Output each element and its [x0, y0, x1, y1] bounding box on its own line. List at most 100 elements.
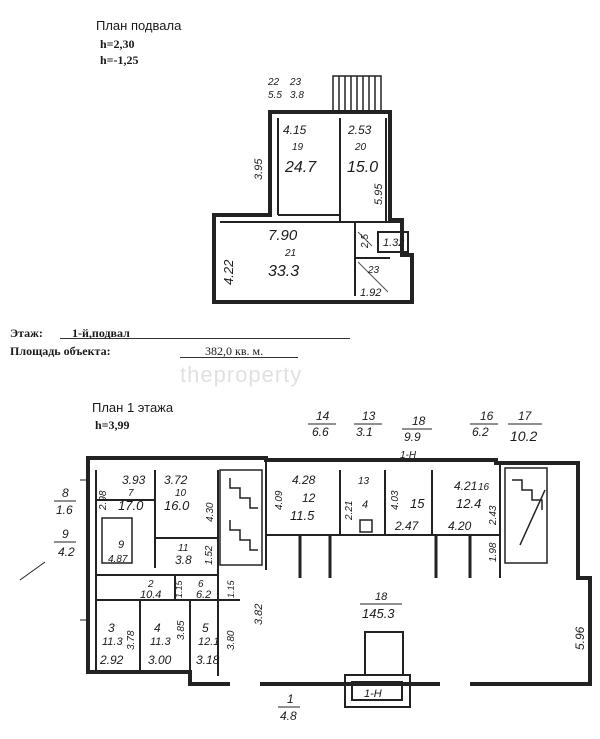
basement-height: h=2,30 — [100, 37, 135, 51]
first-floor-height: h=3,99 — [95, 418, 130, 432]
room-18-mid: 1.98 — [488, 542, 499, 562]
area-underline — [180, 357, 298, 358]
room-13-id: 13 — [358, 476, 370, 487]
room-18-right: 5.96 — [573, 626, 587, 650]
basement-walls — [212, 110, 414, 304]
stair-top-label: 1-Н — [400, 450, 417, 461]
room-5-area: 12.1 — [198, 636, 219, 648]
room-15-bottom: 2.47 — [394, 519, 420, 533]
room-19-dim: 4.15 — [283, 123, 307, 137]
room-4-area: 11.3 — [150, 636, 171, 648]
first-floor-inner-walls — [95, 462, 501, 676]
room-3-id: 3 — [108, 621, 115, 635]
floor-underline — [60, 338, 350, 339]
room-20-dim: 2.53 — [347, 123, 372, 137]
room-9-id: 9 — [118, 539, 124, 551]
room-16-bottom: 4.20 — [448, 519, 472, 533]
first-floor-stairs-left — [219, 469, 263, 566]
room-12-area: 11.5 — [290, 508, 315, 523]
room-12-side: 4.09 — [274, 490, 285, 510]
tag-16-top: 16 — [480, 409, 494, 423]
tag-9-bot: 4.2 — [58, 545, 75, 559]
basement-dim-left: 3.95 — [253, 158, 265, 180]
basement-stairs — [332, 75, 382, 113]
floor-label: Этаж: — [10, 326, 43, 340]
first-floor-wc — [101, 517, 373, 564]
tag-23-bot: 3.8 — [290, 90, 304, 101]
room-15-dim: 4.03 — [390, 490, 401, 510]
tag-8-top: 8 — [62, 486, 69, 500]
room-10-id: 10 — [175, 488, 187, 499]
tag-18-top: 18 — [412, 414, 426, 428]
basement-dim-lower-left: 4.22 — [221, 259, 236, 285]
tag-1-top: 1 — [287, 692, 294, 706]
room-3-bottom: 2.92 — [99, 653, 124, 667]
first-floor-entry — [344, 631, 411, 708]
room-13-side: 2.21 — [344, 501, 355, 521]
room-16-side: 2.43 — [488, 505, 499, 526]
room-7-side: 2.98 — [98, 490, 109, 511]
first-floor-stairs-right — [504, 467, 548, 564]
stair-mid-label: 1-Н — [364, 688, 382, 700]
room-21-dim: 7.90 — [268, 227, 298, 244]
basement-dim-small-c: 2.5 — [360, 234, 371, 249]
tag-1-bot: 4.8 — [280, 709, 297, 723]
basement-dim-small-d: 23 — [367, 265, 380, 276]
basement-depth: h=-1,25 — [100, 53, 139, 67]
room-21-id: 21 — [284, 248, 296, 259]
basement-dim-small-b: 1.92 — [360, 287, 381, 299]
room-18-id: 18 — [375, 591, 388, 603]
room-5-bottom: 3.18 — [196, 653, 220, 667]
room-2-side: 1.15 — [174, 579, 184, 598]
room-15-id: 15 — [410, 496, 425, 511]
tag-17-bot: 10.2 — [510, 428, 537, 444]
tag-13-top: 13 — [362, 409, 376, 423]
room-11-side: 1.52 — [204, 545, 215, 565]
watermark: theproperty — [180, 362, 303, 387]
tag-22-bot: 5.5 — [268, 90, 282, 101]
tag-14-top: 14 — [316, 409, 330, 423]
room-4-side: 3.85 — [176, 620, 187, 640]
tag-8-bot: 1.6 — [56, 503, 73, 517]
room-6-id: 6 — [198, 579, 204, 590]
room-10-dim: 3.72 — [164, 473, 188, 487]
room-16-id: 16 — [478, 482, 490, 493]
tag-23-top: 23 — [289, 77, 302, 88]
room-5-id: 5 — [202, 621, 209, 635]
room-6-area: 6.2 — [196, 589, 211, 601]
room-16-dim: 4.21 — [454, 479, 477, 493]
room-5-side: 3.80 — [226, 630, 237, 650]
tag-18-bot: 9.9 — [404, 430, 421, 444]
room-9-dim: 4.87 — [108, 554, 128, 565]
room-11-area: 3.8 — [175, 553, 192, 567]
room-12-id: 12 — [302, 491, 316, 505]
room-7-dim: 3.93 — [122, 473, 146, 487]
room-19-area: 24.7 — [284, 159, 317, 176]
room-6-side: 1.15 — [226, 579, 236, 598]
tag-14-bot: 6.6 — [312, 425, 329, 439]
tag-22-top: 22 — [267, 77, 280, 88]
area-label: Площадь объекта: — [10, 344, 111, 358]
room-11-id: 11 — [178, 543, 188, 554]
room-7-id: 7 — [128, 488, 134, 499]
room-19-id: 19 — [292, 142, 304, 153]
tag-13-bot: 3.1 — [356, 425, 373, 439]
floor-value: 1-й,подвал — [72, 326, 130, 340]
room-20-area: 15.0 — [347, 159, 378, 176]
room-10-area: 16.0 — [164, 498, 190, 513]
room-7-area: 17.0 — [118, 498, 144, 513]
room-18-left: 3.82 — [253, 604, 265, 625]
room-2-area: 10.4 — [140, 589, 161, 601]
tag-16-bot: 6.2 — [472, 425, 489, 439]
tag-17-top: 17 — [518, 409, 533, 423]
room-13-area: 4 — [362, 499, 368, 511]
first-floor-columns — [298, 535, 472, 578]
basement-inner-walls — [220, 118, 409, 296]
room-21-area: 33.3 — [268, 263, 299, 280]
room-3-side: 3.78 — [126, 630, 137, 650]
area-value: 382,0 кв. м. — [205, 344, 264, 358]
basement-hatching — [357, 231, 389, 293]
room-12-dim: 4.28 — [292, 473, 316, 487]
room-20-id: 20 — [354, 142, 367, 153]
